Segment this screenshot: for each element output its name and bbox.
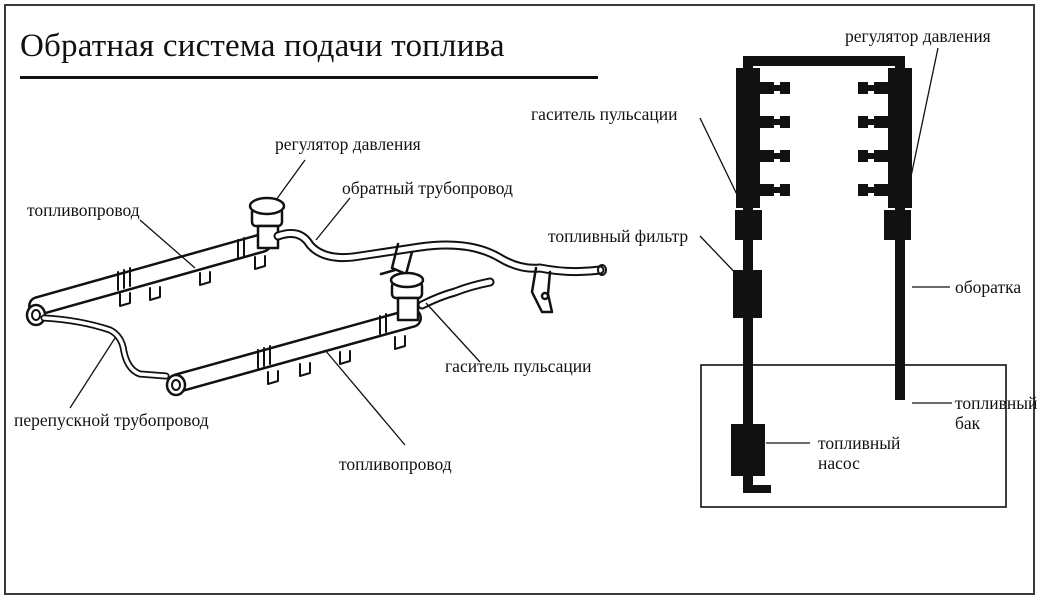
left-leader-lines — [69, 159, 481, 446]
label-pulsation-damper-left: гаситель пульсации — [445, 356, 592, 376]
label-fuel-tank: топливный бак — [955, 393, 1038, 433]
pressure-regulator-block — [884, 210, 911, 240]
label-fuel-line-upper: топливопровод — [27, 200, 140, 220]
fuel-tank — [700, 364, 1007, 508]
pulsation-damper-block — [735, 210, 762, 240]
lower-fuel-rail — [165, 308, 422, 397]
label-return-line: обратный трубопровод — [342, 178, 513, 198]
fuel-pump-block — [731, 424, 771, 493]
label-pressure-regulator-right: регулятор давления — [845, 26, 991, 46]
fuel-filter-block — [733, 270, 762, 318]
crossover-rail — [736, 56, 912, 208]
return-system-schematic — [699, 47, 1007, 508]
engine-fuel-rail-illustration — [25, 196, 607, 397]
label-bypass-line: перепускной трубопровод — [14, 410, 209, 430]
label-pulsation-damper-right: гаситель пульсации — [531, 104, 678, 124]
injectors — [760, 82, 888, 196]
label-fuel-filter: топливный фильтр — [548, 226, 689, 246]
pulsation-damper-lower — [389, 271, 425, 322]
title-underline — [20, 76, 598, 79]
pressure-regulator-upper — [248, 196, 286, 250]
figure-frame — [4, 4, 1035, 595]
label-fuel-pump: топливный насос — [818, 433, 901, 473]
label-return: оборатка — [955, 277, 1022, 297]
label-pressure-regulator-left: регулятор давления — [275, 134, 421, 154]
figure-title: Обратная система подачи топлива — [20, 28, 505, 64]
upper-fuel-rail — [25, 233, 272, 327]
label-fuel-line-lower: топливопровод — [339, 454, 452, 474]
right-leader-lines — [699, 47, 952, 444]
